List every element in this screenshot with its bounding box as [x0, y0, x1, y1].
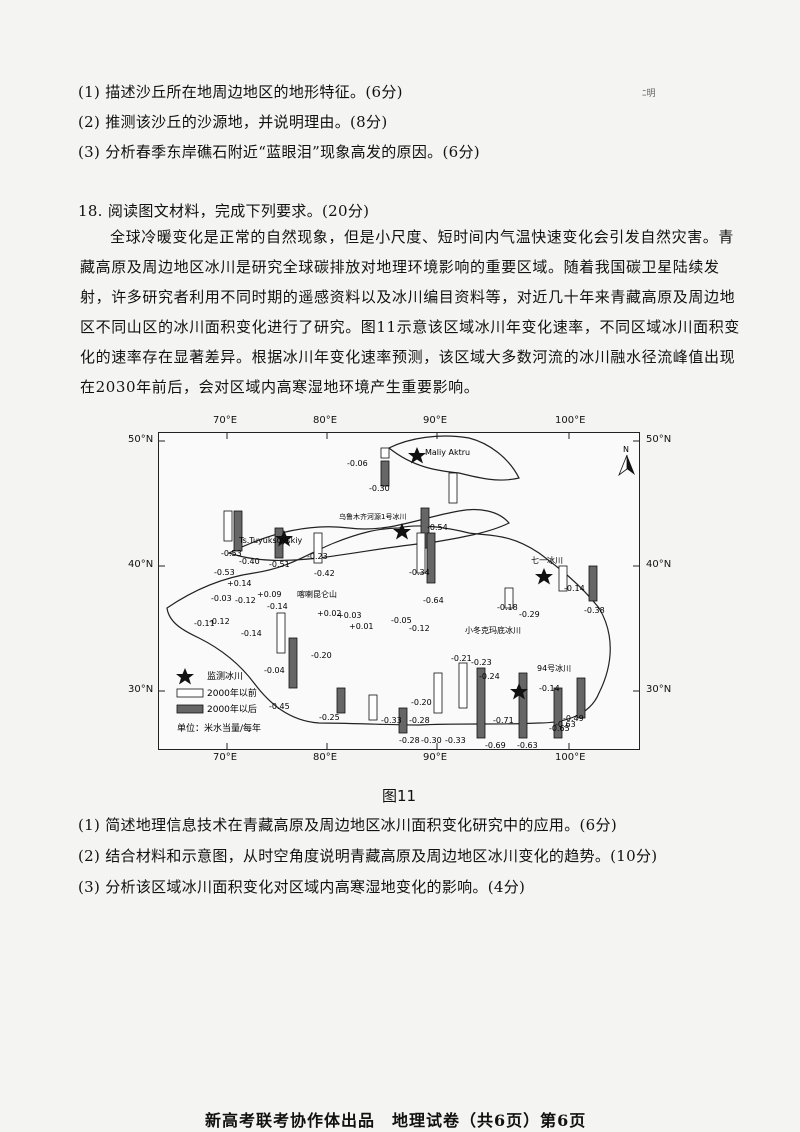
glacier-value-label: -0.04 [264, 666, 285, 675]
star-icon [510, 683, 528, 700]
label-glacier-94: 94号冰川 [537, 663, 571, 673]
lon-tick-top-90: 90°E [423, 415, 448, 426]
prev-question-2: (2) 推测该沙丘的沙源地，并说明理由。(8分) [78, 113, 388, 131]
star-icon [393, 523, 411, 540]
lon-tick-bottom-90: 90°E [423, 752, 448, 763]
glacier-value-label: -0.71 [493, 716, 514, 725]
lon-tick-top-100: 100°E [555, 415, 586, 426]
glacier-value-label: -0.29 [519, 610, 540, 619]
glacier-value-label: -0.23 [307, 552, 328, 561]
corner-mark: ﾆ明 [642, 89, 656, 99]
glacier-value-label: -0.65 [549, 724, 570, 733]
glacier-value-label: -0.34 [409, 568, 430, 577]
label-urumqi-glacier: 乌鲁木齐河源1号冰川 [339, 512, 406, 521]
glacier-value-label: -0.49 [563, 714, 584, 723]
glacier-value-label: -0.20 [411, 698, 432, 707]
glacier-value-label: -0.53 [221, 549, 242, 558]
glacier-value-label: -0.12 [209, 617, 230, 626]
lat-tick-left-30: 30°N [128, 684, 154, 695]
glacier-value-label: +0.01 [349, 622, 374, 631]
glacier-value-label: -0.33 [381, 716, 402, 725]
label-xiaodongkemadi: 小冬克玛底冰川 [465, 625, 521, 635]
glacier-value-label: -0.14 [564, 584, 585, 593]
glacier-value-label: -0.14 [267, 602, 288, 611]
glacier-value-label: -0.54 [427, 523, 448, 532]
q18-subquestion-3: (3) 分析该区域冰川面积变化对区域内高寒湿地变化的影响。(4分) [78, 878, 526, 896]
prev-question-1: (1) 描述沙丘所在地周边地区的地形特征。(6分) [78, 83, 403, 101]
glacier-value-label: -0.40 [239, 557, 260, 566]
glacier-value-label: -0.28 [409, 716, 430, 725]
star-icon [408, 447, 426, 464]
glacier-bars [223, 447, 598, 739]
q18-subquestion-2: (2) 结合材料和示意图，从时空角度说明青藏高原及周边地区冰川变化的趋势。(10… [78, 847, 658, 865]
star-icon [275, 530, 293, 547]
glacier-value-label: -0.63 [517, 741, 538, 749]
lon-tick-top-80: 80°E [313, 415, 338, 426]
lat-tick-left-40: 40°N [128, 559, 154, 570]
glacier-value-label: -0.30 [369, 484, 390, 493]
glacier-value-label: -0.64 [423, 596, 444, 605]
tibet-region-outline [166, 525, 611, 726]
star-icon [535, 568, 553, 585]
lat-tick-left-50: 50°N [128, 434, 154, 445]
glacier-value-label: -0.14 [539, 684, 560, 693]
glacier-value-label: -0.20 [311, 651, 332, 660]
legend-after-label: 2000年以后 [207, 703, 257, 715]
map-legend [176, 668, 204, 714]
glacier-value-label: -0.21 [451, 654, 472, 663]
lon-tick-top-70: 70°E [213, 415, 238, 426]
glacier-value-label: -0.12 [409, 624, 430, 633]
north-label: N [623, 445, 629, 454]
lon-tick-bottom-80: 80°E [313, 752, 338, 763]
label-ts-tuyuksuyskiy: Ts.Tuyuksuyskiy [238, 536, 302, 545]
label-karakoram: 喀喇昆仑山 [297, 589, 337, 599]
q18-heading: 18. 阅读图文材料，完成下列要求。(20分) [78, 202, 370, 220]
glacier-value-label: -0.38 [584, 606, 605, 615]
legend-unit-label: 单位：米水当量/每年 [177, 722, 261, 734]
page-footer: 新高考联考协作体出品 地理试卷（共6页）第6页 [205, 1111, 587, 1130]
glacier-value-label: -0.05 [391, 616, 412, 625]
glacier-value-label: -0.25 [319, 713, 340, 722]
glacier-value-label: -0.23 [471, 658, 492, 667]
glacier-map-drawing: Maliy Aktru Ts.Tuyuksuyskiy 乌鲁木齐河源1号冰川 七… [159, 433, 639, 749]
glacier-value-label: -0.03 [211, 594, 232, 603]
glacier-value-label: -0.12 [235, 596, 256, 605]
lat-tick-right-40: 40°N [646, 559, 672, 570]
glacier-value-label: -0.28 [399, 736, 420, 745]
glacier-value-label: +0.14 [227, 579, 252, 588]
north-arrow-icon [618, 454, 635, 477]
glacier-value-label: +0.03 [337, 611, 362, 620]
legend-before-label: 2000年以前 [207, 687, 257, 699]
glacier-value-label: +0.02 [317, 609, 342, 618]
q18-subquestion-1: (1) 简述地理信息技术在青藏高原及周边地区冰川面积变化研究中的应用。(6分) [78, 816, 617, 834]
lon-tick-bottom-70: 70°E [213, 752, 238, 763]
glacier-value-label: -0.14 [241, 629, 262, 638]
glacier-value-label: -0.06 [347, 459, 368, 468]
glacier-value-label: -0.11 [194, 619, 215, 628]
prev-question-3: (3) 分析春季东岸礁石附近“蓝眼泪”现象高发的原因。(6分) [78, 143, 480, 161]
glacier-map: Maliy Aktru Ts.Tuyuksuyskiy 乌鲁木齐河源1号冰川 七… [158, 432, 640, 750]
glacier-value-label: -0.42 [314, 569, 335, 578]
lat-tick-right-30: 30°N [646, 684, 672, 695]
label-qiyi-glacier: 七一冰川 [531, 555, 563, 565]
glacier-value-label: -0.63 [555, 720, 576, 729]
glacier-value-labels: -0.06-0.30-0.54-0.53-0.40-0.51-0.23-0.42… [194, 445, 629, 749]
glacier-value-label: -0.69 [485, 741, 506, 749]
legend-monitor-label: 监测冰川 [207, 670, 243, 682]
figure-caption: 图11 [382, 787, 417, 805]
glacier-value-label: -0.30 [421, 736, 442, 745]
glacier-value-label: -0.45 [269, 702, 290, 711]
legend-star-icon [176, 668, 194, 685]
glacier-value-label: -0.33 [445, 736, 466, 745]
lat-tick-right-50: 50°N [646, 434, 672, 445]
glacier-value-label: -0.24 [479, 672, 500, 681]
glacier-value-label: -0.53 [214, 568, 235, 577]
glacier-value-label: -0.18 [497, 603, 518, 612]
label-maliy-aktru: Maliy Aktru [425, 448, 470, 457]
lon-tick-bottom-100: 100°E [555, 752, 586, 763]
glacier-value-label: +0.09 [257, 590, 282, 599]
glacier-value-label: -0.51 [269, 560, 290, 569]
q18-paragraph: 全球冷暖变化是正常的自然现象，但是小尺度、短时间内气温快速变化会引发自然灾害。青… [80, 228, 740, 396]
monitor-glacier-markers [275, 447, 553, 700]
